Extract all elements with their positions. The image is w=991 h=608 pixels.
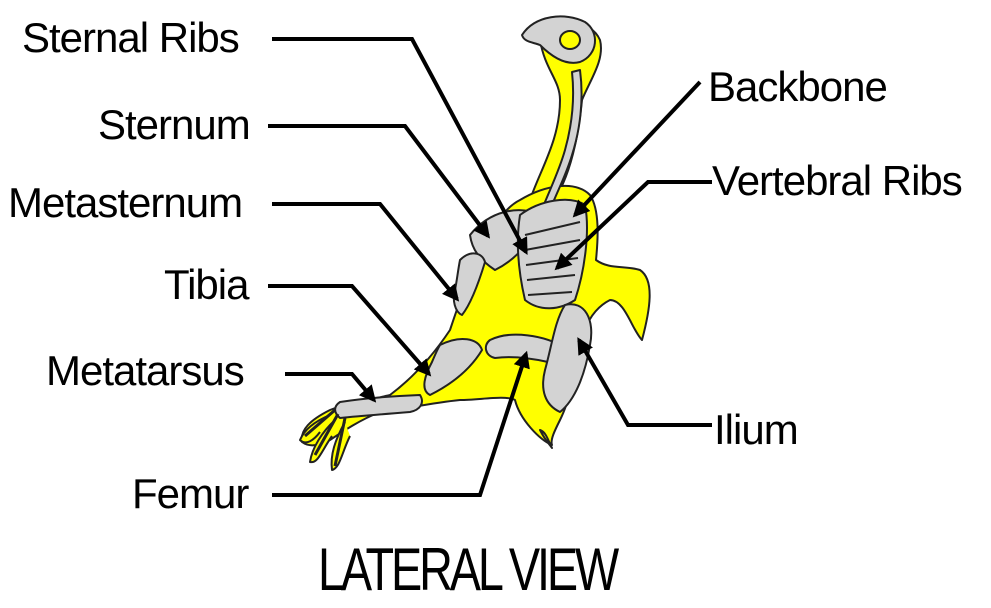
label-sternum: Sternum: [98, 104, 250, 146]
eye-socket: [560, 31, 580, 49]
label-tibia: Tibia: [164, 264, 248, 306]
sternum-leader: [268, 126, 488, 236]
label-metatarsus: Metatarsus: [46, 350, 244, 392]
backbone-leader: [575, 82, 700, 215]
label-backbone: Backbone: [708, 66, 887, 108]
skull: [522, 16, 595, 62]
diagram-caption: LATERAL VIEW: [318, 540, 587, 600]
tibia-leader: [268, 286, 429, 374]
label-sternal-ribs: Sternal Ribs: [22, 17, 239, 59]
metatarsus-bone: [335, 395, 422, 418]
label-metasternum: Metasternum: [8, 182, 242, 224]
label-ilium: Ilium: [714, 409, 798, 451]
label-vertebral-ribs: Vertebral Ribs: [712, 160, 962, 202]
metatarsus-leader: [285, 374, 374, 400]
ilium-leader: [579, 340, 712, 425]
label-femur: Femur: [132, 473, 248, 515]
